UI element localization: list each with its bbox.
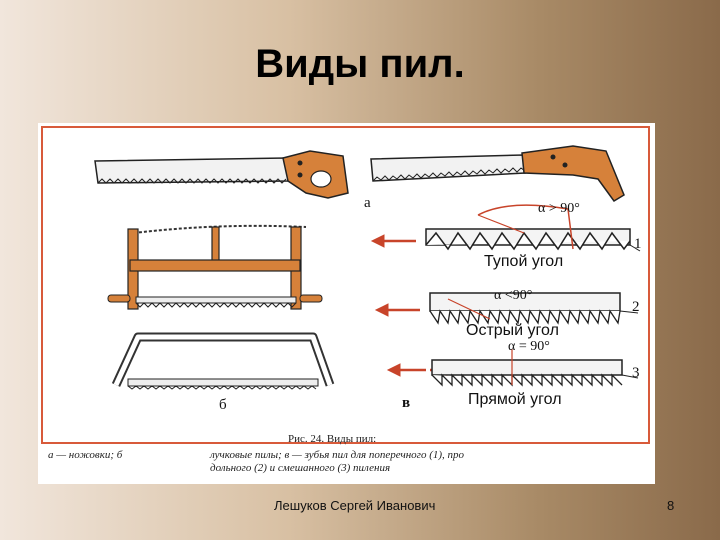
caption-line1-left: а — ножовки; б: [48, 449, 123, 461]
tooth-type-sharp: Острый угол: [466, 322, 559, 339]
caption-line2: дольного (2) и смешанного (3) пиления: [210, 462, 391, 474]
frame-saw-illustration: [111, 332, 335, 390]
saw-drawing: [48, 145, 645, 444]
tooth-profile-right: [431, 349, 639, 387]
footer-author: Лешуков Сергей Иванович: [274, 498, 436, 513]
tooth-profile-sharp: [429, 292, 639, 325]
caption-line1-right: лучковые пилы; в — зубья пил для попереч…: [210, 449, 465, 461]
tooth-number-1: 1: [634, 236, 642, 252]
tooth-type-right: Прямой угол: [468, 391, 562, 408]
saw-figure: а б в α > 90° α <90° α = 90° 1 2 3 Тупой…: [38, 123, 655, 484]
slide-title: Виды пил.: [255, 42, 465, 86]
tooth-type-blunt: Тупой угол: [484, 253, 564, 270]
tooth-number-3: 3: [632, 365, 640, 381]
angle-blunt-label: α > 90°: [538, 201, 580, 216]
label-v: в: [402, 395, 411, 411]
tooth-number-2: 2: [632, 299, 640, 315]
slide-number: 8: [667, 498, 675, 513]
tooth-profile-blunt: [425, 204, 641, 252]
handsaw-right-illustration: [370, 145, 625, 202]
handsaw-left-illustration: [94, 150, 349, 199]
label-a: а: [364, 195, 371, 211]
bow-saw-illustration: [107, 224, 323, 310]
label-b: б: [219, 397, 227, 413]
caption-title: Рис. 24. Виды пил:: [288, 433, 377, 445]
angle-right-label: α = 90°: [508, 339, 550, 354]
angle-sharp-label: α <90°: [494, 288, 533, 303]
